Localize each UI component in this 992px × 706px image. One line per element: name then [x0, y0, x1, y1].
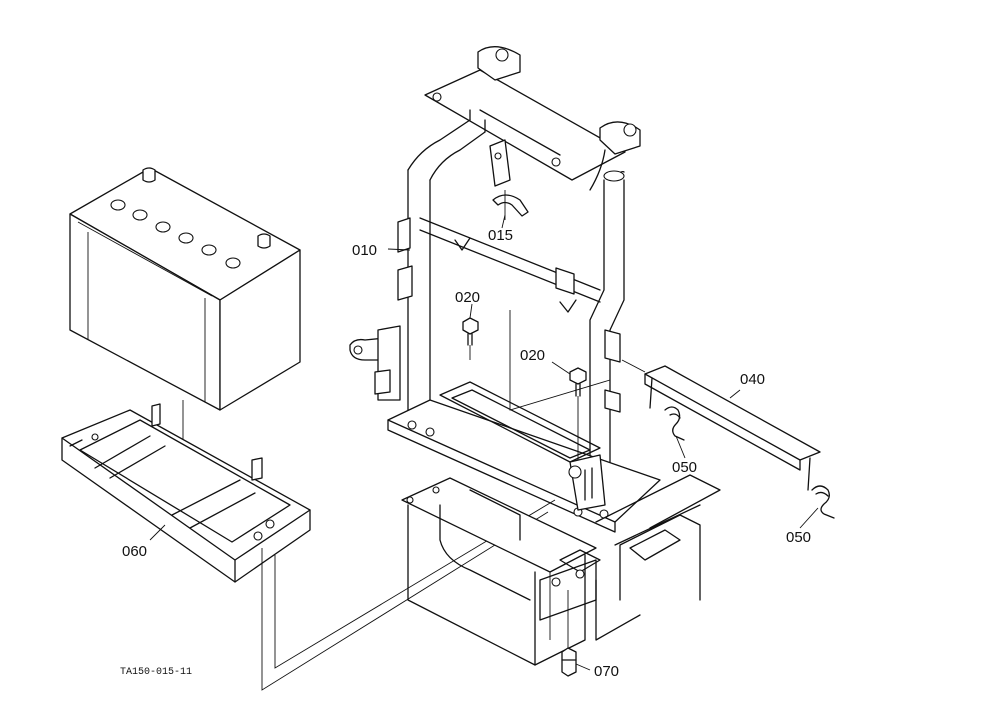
bolt-020-a — [462, 317, 479, 360]
callout-060: 060 — [122, 543, 147, 560]
battery-terminal-negative — [257, 233, 271, 249]
clip-050-b — [811, 485, 835, 519]
callout-015: 015 — [488, 227, 513, 244]
clip-015 — [489, 139, 529, 220]
callout-labels: 010 015 020 020 040 050 050 060 070 TA15… — [120, 227, 811, 680]
clip-050-a — [664, 406, 685, 441]
callout-050-a: 050 — [672, 459, 697, 476]
callout-010: 010 — [352, 242, 377, 259]
callout-020-a: 020 — [455, 289, 480, 306]
nut-070 — [561, 590, 577, 677]
chassis — [539, 474, 721, 641]
battery-cell-caps — [110, 199, 241, 269]
callout-020-b: 020 — [520, 347, 545, 364]
battery-terminal-positive — [142, 167, 156, 183]
lower-box — [401, 477, 597, 666]
battery — [69, 167, 301, 411]
plate-040 — [644, 365, 821, 491]
callout-070: 070 — [594, 663, 619, 680]
callout-050-b: 050 — [786, 529, 811, 546]
leader-lines — [149, 214, 819, 671]
drawing-code: TA150-015-11 — [120, 667, 192, 678]
callout-040: 040 — [740, 371, 765, 388]
battery-frame — [349, 46, 661, 533]
bolt-020-b — [569, 367, 587, 460]
battery-tray — [61, 403, 311, 583]
